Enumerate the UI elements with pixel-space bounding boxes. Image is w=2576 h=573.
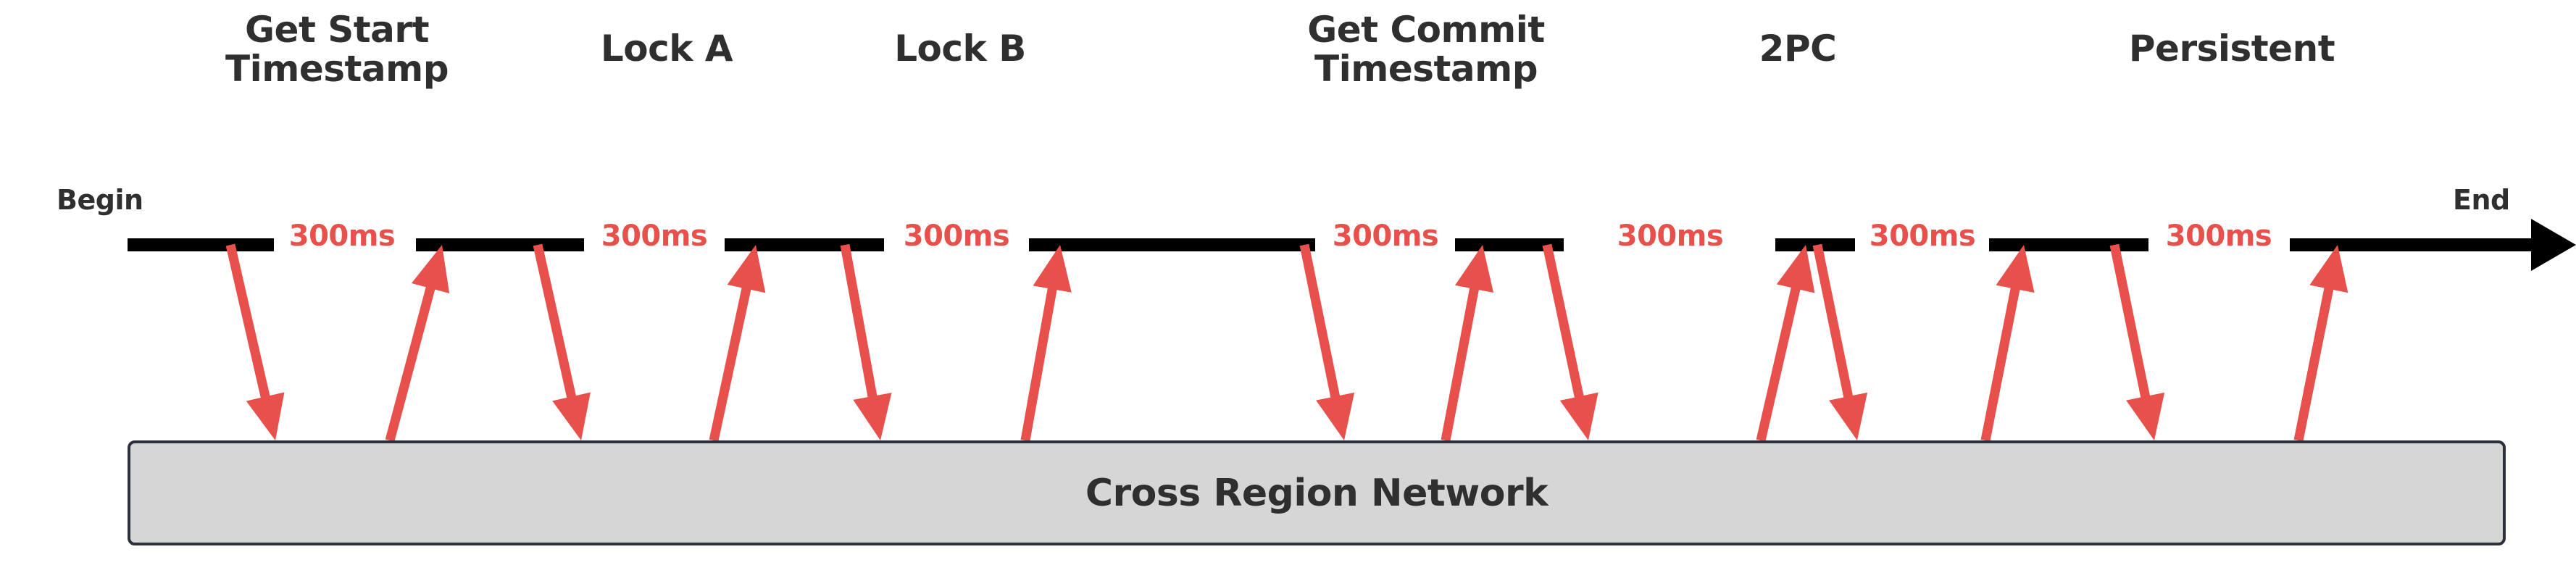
arrow-up-from-network-4-head-icon [1454,245,1494,293]
duration-label-gap-7: 300ms [2165,219,2272,253]
arrow-up-from-network-4-shaft [1441,275,1482,442]
arrow-up-from-network-2 [709,245,766,442]
arrow-up-from-network-5 [1756,245,1815,442]
duration-label-gap-6: 300ms [1869,219,1976,253]
arrow-down-to-network-1 [225,243,285,440]
cross-region-network-label: Cross Region Network [1085,471,1548,515]
arrow-up-from-network-3-head-icon [1033,245,1072,293]
arrow-down-to-network-3 [840,243,892,440]
phase-label-get-commit-timestamp: Get Commit Timestamp [1307,9,1545,90]
arrow-up-from-network-2-shaft [709,275,754,442]
arrow-up-from-network-6 [1980,245,2035,442]
begin-label: Begin [57,184,143,216]
cross-region-network-box: Cross Region Network [128,440,2506,545]
arrow-down-to-network-7-shaft [2109,243,2153,411]
arrow-down-to-network-2-shaft [533,243,579,411]
arrow-down-to-network-3-head-icon [853,393,892,440]
arrow-down-to-network-1-head-icon [246,392,285,440]
duration-label-gap-1: 300ms [288,219,396,253]
arrow-up-from-network-7 [2293,245,2348,442]
phase-label-lock-a: Lock A [600,28,733,70]
timeline-end-arrowhead-icon [2531,219,2576,271]
phase-label-get-start-timestamp: Get Start Timestamp [225,9,449,90]
arrow-down-to-network-5-shaft [1542,243,1587,411]
arrow-down-to-network-4-shaft [1299,243,1343,411]
arrow-up-from-network-3-shaft [1020,275,1059,442]
arrow-down-to-network-5 [1542,243,1598,440]
arrow-down-to-network-6-shaft [1812,243,1856,411]
timeline-arrowhead [2531,219,2576,271]
arrow-down-to-network-2-head-icon [552,392,591,440]
duration-label-gap-3: 300ms [903,219,1010,253]
arrow-up-from-network-6-head-icon [1996,245,2035,293]
timeline-segment-persistent-in [1989,238,2148,251]
arrow-down-to-network-7 [2109,243,2165,440]
timeline-segment-lock-a [725,238,884,251]
end-label: End [2453,184,2510,216]
phase-label-two-phase-commit: 2PC [1759,28,1837,70]
arrow-down-to-network-7-head-icon [2126,392,2165,440]
timeline-segment-lock-b [1029,238,1315,251]
arrow-down-to-network-4 [1299,243,1355,440]
phase-label-lock-b: Lock B [894,28,1026,70]
arrow-down-to-network-1-shaft [225,243,273,411]
arrow-down-to-network-5-head-icon [1559,392,1598,440]
arrow-down-to-network-2 [533,243,591,440]
duration-label-gap-4: 300ms [1332,219,1439,253]
timeline-segment-2pc [1775,238,1855,251]
duration-label-gap-2: 300ms [601,219,708,253]
timeline-segments [128,238,2536,251]
arrow-up-from-network-3 [1020,245,1072,442]
arrow-up-from-network-7-shaft [2293,275,2336,442]
duration-label-gap-5: 300ms [1617,219,1724,253]
phase-label-persistent: Persistent [2128,28,2335,70]
timeline-segment-end [2290,238,2536,251]
arrow-up-from-network-1-shaft [385,274,438,442]
arrow-up-from-network-4 [1441,245,1494,442]
arrow-down-to-network-6 [1812,243,1868,440]
arrow-up-from-network-1 [385,245,450,442]
arrow-up-from-network-6-shaft [1980,275,2022,442]
arrow-up-from-network-7-head-icon [2309,245,2348,293]
network-arrow-group [225,243,2348,442]
arrow-down-to-network-6-head-icon [1829,392,1868,440]
arrow-up-from-network-2-head-icon [727,245,766,293]
arrow-down-to-network-3-shaft [840,243,880,410]
arrow-up-from-network-5-shaft [1756,275,1804,442]
timeline-segment-begin [128,238,274,251]
arrow-down-to-network-4-head-icon [1316,392,1355,440]
arrow-up-from-network-1-head-icon [411,245,450,293]
arrow-up-from-network-5-head-icon [1776,245,1815,293]
